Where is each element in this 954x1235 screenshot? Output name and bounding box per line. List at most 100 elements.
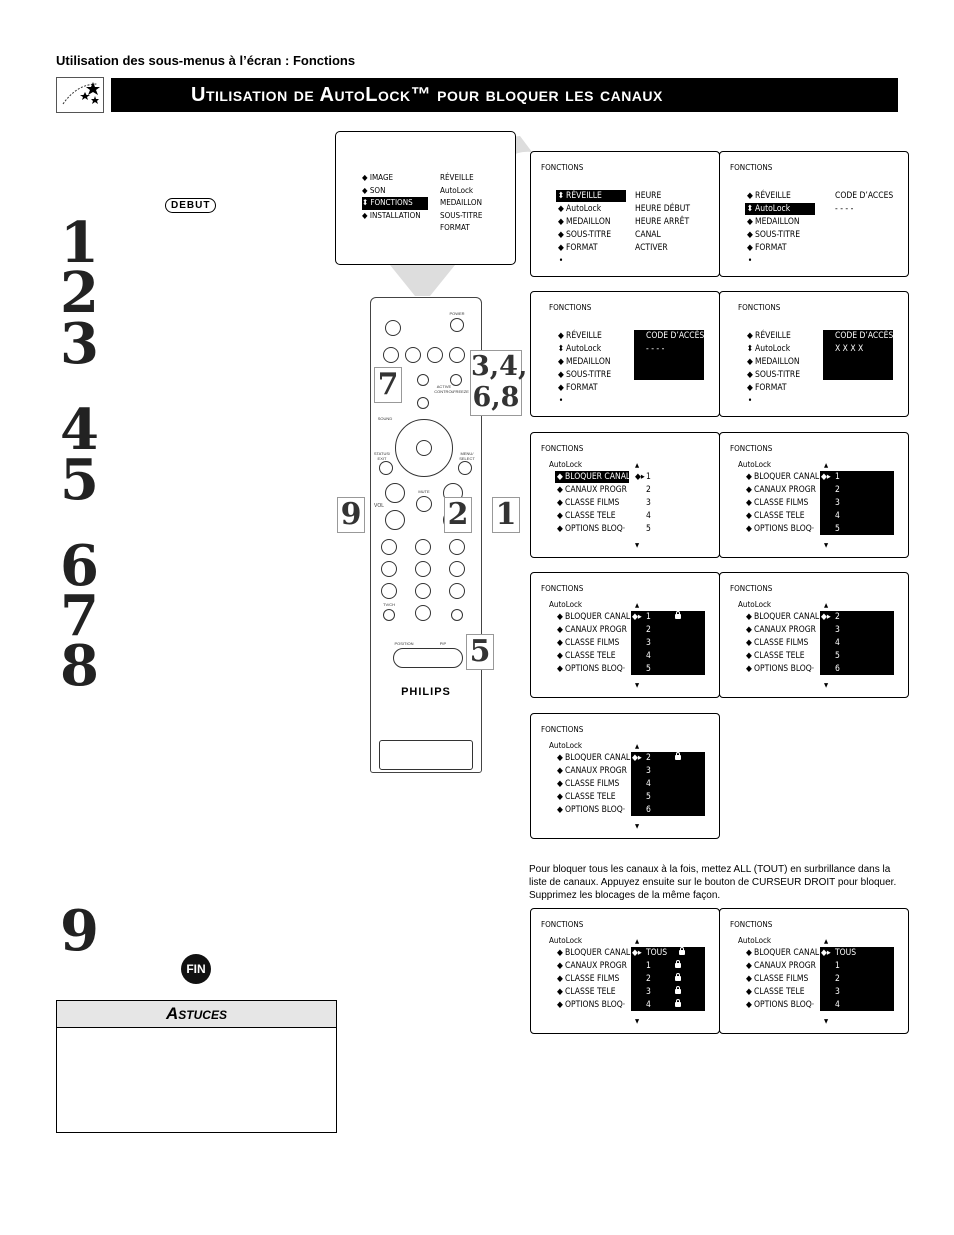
menu-item: ◆MEDAILLON (558, 217, 611, 227)
stop-button[interactable] (405, 347, 421, 363)
digit-2-button[interactable] (415, 539, 431, 555)
mute-button[interactable] (416, 496, 432, 512)
screen-subheader: AutoLock (549, 936, 583, 945)
menu-item: ◆BLOQUER CANAL (746, 472, 820, 482)
scroll-up-icon: ▲ (635, 743, 640, 750)
access-code-label: CODE D’ACCÈS (835, 331, 894, 341)
tips-box: Astuces (56, 1000, 337, 1133)
menu-item: ◆CLASSE TELE (746, 651, 805, 661)
power-button[interactable] (450, 318, 464, 332)
screen-subheader: AutoLock (738, 460, 772, 469)
menu-item: ◆SOUS-TITRE (558, 230, 612, 240)
menu-item: ◆OPTIONS BLOQ· (557, 664, 626, 674)
brand-logo: PHILIPS (401, 686, 451, 698)
screen-step-5: FONCTIONS AutoLock ▲ ◆BLOQUER CANAL ◆CAN… (530, 432, 720, 558)
access-code-value: - - - - (835, 204, 854, 214)
digit-7-button[interactable] (381, 583, 397, 599)
channel-item: 3 (835, 498, 840, 508)
scroll-down-icon: ▼ (635, 823, 640, 830)
channel-item: 4 (835, 1000, 840, 1010)
screen-subheader: AutoLock (549, 460, 583, 469)
lock-icon (674, 986, 681, 994)
page-title: Utilisation de AutoLock™ pour bloquer le… (111, 78, 898, 112)
channel-item: 1 (646, 472, 651, 482)
digit-5-button[interactable] (415, 561, 431, 577)
access-code-panel: CODE D’ACCÈS X X X X (823, 330, 893, 380)
channel-item: 2 (646, 485, 651, 495)
channel-item: 4 (646, 651, 651, 661)
menu-item: ◆CANAUX PROGR (746, 485, 816, 495)
tv-ch-button[interactable] (383, 609, 395, 621)
step-number-6: 6 (60, 533, 99, 599)
digit-1-button[interactable] (381, 539, 397, 555)
submenu-item: MEDAILLON (440, 198, 482, 207)
step-number-2: 2 (60, 260, 99, 326)
mute-label: MUTE (418, 489, 430, 494)
main-menu-item-selected: ⬍ FONCTIONS (362, 197, 428, 210)
step-number-3: 3 (60, 311, 99, 377)
digit-0-button[interactable] (415, 605, 431, 621)
pip-up-button[interactable] (417, 397, 429, 409)
menu-item: ◆SOUS-TITRE (747, 370, 801, 380)
menu-item-selected: ⬍RÉVEILLE (556, 190, 626, 202)
scroll-up-icon: ▲ (635, 462, 640, 469)
scroll-up-icon: ▲ (635, 938, 640, 945)
menu-item-selected: ⬍AutoLock (746, 344, 791, 354)
channel-cursor-icon: ◆▸ (632, 612, 642, 622)
menu-item: ◆OPTIONS BLOQ· (746, 664, 815, 674)
lock-icon (674, 611, 681, 619)
start-badge: DEBUT (165, 198, 217, 213)
digit-9-button[interactable] (449, 583, 465, 599)
channel-cursor-icon: ◆▸ (821, 472, 831, 482)
menu-item: ◆FORMAT (558, 383, 598, 393)
volume-up-button[interactable] (385, 483, 405, 503)
screen-step-4: FONCTIONS ◆RÉVEILLE ⬍AutoLock ◆MEDAILLON… (719, 291, 909, 417)
screen-header: FONCTIONS (730, 444, 773, 453)
channel-list-panel (820, 611, 894, 675)
digit-3-button[interactable] (449, 539, 465, 555)
screen-step-6: FONCTIONS AutoLock ▲ ◆BLOQUER CANAL ◆CAN… (719, 432, 909, 558)
rewind-button[interactable] (383, 347, 399, 363)
screen-header: FONCTIONS (549, 303, 592, 312)
lock-icon (674, 999, 681, 1007)
step-number-1: 1 (60, 210, 99, 276)
status-exit-button[interactable] (379, 461, 393, 475)
callout-step-2: 2 (444, 497, 472, 533)
menu-item: ◆CLASSE FILMS (557, 974, 620, 984)
screen-header: FONCTIONS (541, 444, 584, 453)
screen-header: FONCTIONS (738, 303, 781, 312)
pip-control-bar[interactable] (393, 648, 463, 668)
play-button[interactable] (427, 347, 443, 363)
digit-8-button[interactable] (415, 583, 431, 599)
channel-item: 3 (835, 987, 840, 997)
clock-button[interactable] (417, 374, 429, 386)
menu-select-button[interactable] (458, 461, 472, 475)
act-button[interactable] (450, 374, 462, 386)
fast-forward-button[interactable] (449, 347, 465, 363)
menu-item: ◆CANAUX PROGR (746, 961, 816, 971)
access-code-panel: CODE D’ACCÈS - - - - (634, 330, 704, 380)
screen-subheader: AutoLock (738, 936, 772, 945)
callout-step-7: 7 (374, 367, 402, 403)
channel-cursor-icon: ◆▸ (635, 472, 645, 482)
step-number-4: 4 (60, 397, 99, 463)
lock-icon (679, 947, 686, 955)
menu-item-selected: ⬍AutoLock (557, 344, 602, 354)
menu-item: ◆RÉVEILLE (747, 191, 791, 201)
screen-lock-all: FONCTIONS AutoLock ▲ ◆BLOQUER CANAL ◆CAN… (530, 908, 720, 1034)
menu-item: ◆CLASSE FILMS (746, 638, 809, 648)
channel-item: TOUS (835, 948, 857, 958)
volume-down-button[interactable] (385, 510, 405, 530)
digit-6-button[interactable] (449, 561, 465, 577)
channel-list-panel (631, 947, 705, 1011)
surf-button[interactable] (451, 609, 463, 621)
play-pause-button[interactable] (385, 320, 401, 336)
digit-4-button[interactable] (381, 561, 397, 577)
callout-steps-3468: 3,4, 6,8 (470, 350, 527, 416)
menu-item: ◆FORMAT (558, 243, 598, 253)
access-code-label: CODE D’ACCES (835, 191, 894, 201)
cursor-center-button[interactable] (416, 440, 432, 456)
channel-item: 6 (835, 664, 840, 674)
menu-item: ◆BLOQUER CANAL (557, 753, 631, 763)
menu-item: ◆CLASSE TELE (746, 511, 805, 521)
